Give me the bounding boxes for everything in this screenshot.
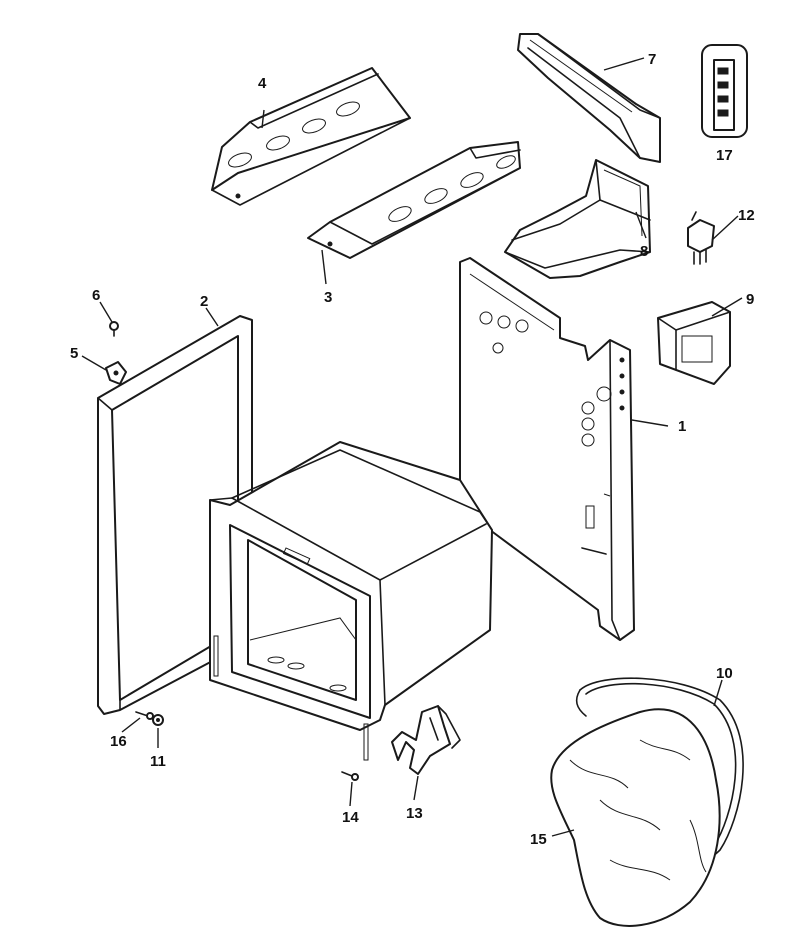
callout-10: 10: [716, 665, 733, 682]
leader-9: [711, 297, 743, 317]
callout-6: 6: [92, 287, 100, 304]
part-17-terminal-block: [701, 44, 748, 138]
leader-1: [631, 419, 669, 427]
leader-13: [413, 775, 419, 801]
leader-lines: [81, 57, 743, 837]
part-4-upper-bracket: [211, 67, 411, 206]
leader-2: [205, 307, 219, 327]
leader-5: [81, 355, 107, 371]
part-8-lower-duct: [504, 159, 651, 279]
callout-labels: 1 2 3 4 5 6 7 8 9 10 11 12 13 14 15 16 1…: [70, 51, 755, 848]
leader-4: [261, 109, 265, 129]
callout-11: 11: [150, 753, 166, 770]
callout-2: 2: [200, 293, 208, 310]
callout-15: 15: [530, 831, 547, 848]
part-12-connector: [687, 211, 715, 265]
leader-6: [99, 301, 113, 323]
leader-10: [713, 679, 723, 707]
callout-3: 3: [324, 289, 332, 306]
leader-8: [635, 211, 647, 239]
leader-16: [121, 717, 141, 733]
callout-13: 13: [406, 805, 423, 822]
callout-17: 17: [716, 147, 733, 164]
part-14-screw: [341, 771, 359, 781]
part-6-screw: [109, 321, 119, 337]
leader-15: [551, 829, 575, 837]
leader-12: [711, 215, 739, 241]
callout-5: 5: [70, 345, 78, 362]
callout-7: 7: [648, 51, 656, 68]
part-11-nut: [152, 714, 164, 726]
callout-8: 8: [640, 243, 648, 260]
callout-9: 9: [746, 291, 754, 308]
oven-cavity: [209, 441, 493, 761]
part-5-clip: [105, 361, 127, 385]
part-15-insulation: [550, 708, 721, 927]
callout-12: 12: [738, 207, 755, 224]
part-1-side-panel: [459, 257, 635, 641]
callout-16: 16: [110, 733, 127, 750]
part-13-hinge: [391, 705, 461, 775]
leader-14: [349, 781, 353, 807]
callout-1: 1: [678, 418, 686, 435]
part-3-lower-bracket: [307, 141, 521, 259]
part-7-top-duct: [517, 33, 661, 163]
callout-14: 14: [342, 809, 359, 826]
callout-4: 4: [258, 75, 267, 92]
leader-3: [321, 249, 327, 285]
leader-7: [603, 57, 645, 71]
part-16-screw: [135, 711, 154, 720]
part-9-junction-box: [657, 301, 731, 385]
